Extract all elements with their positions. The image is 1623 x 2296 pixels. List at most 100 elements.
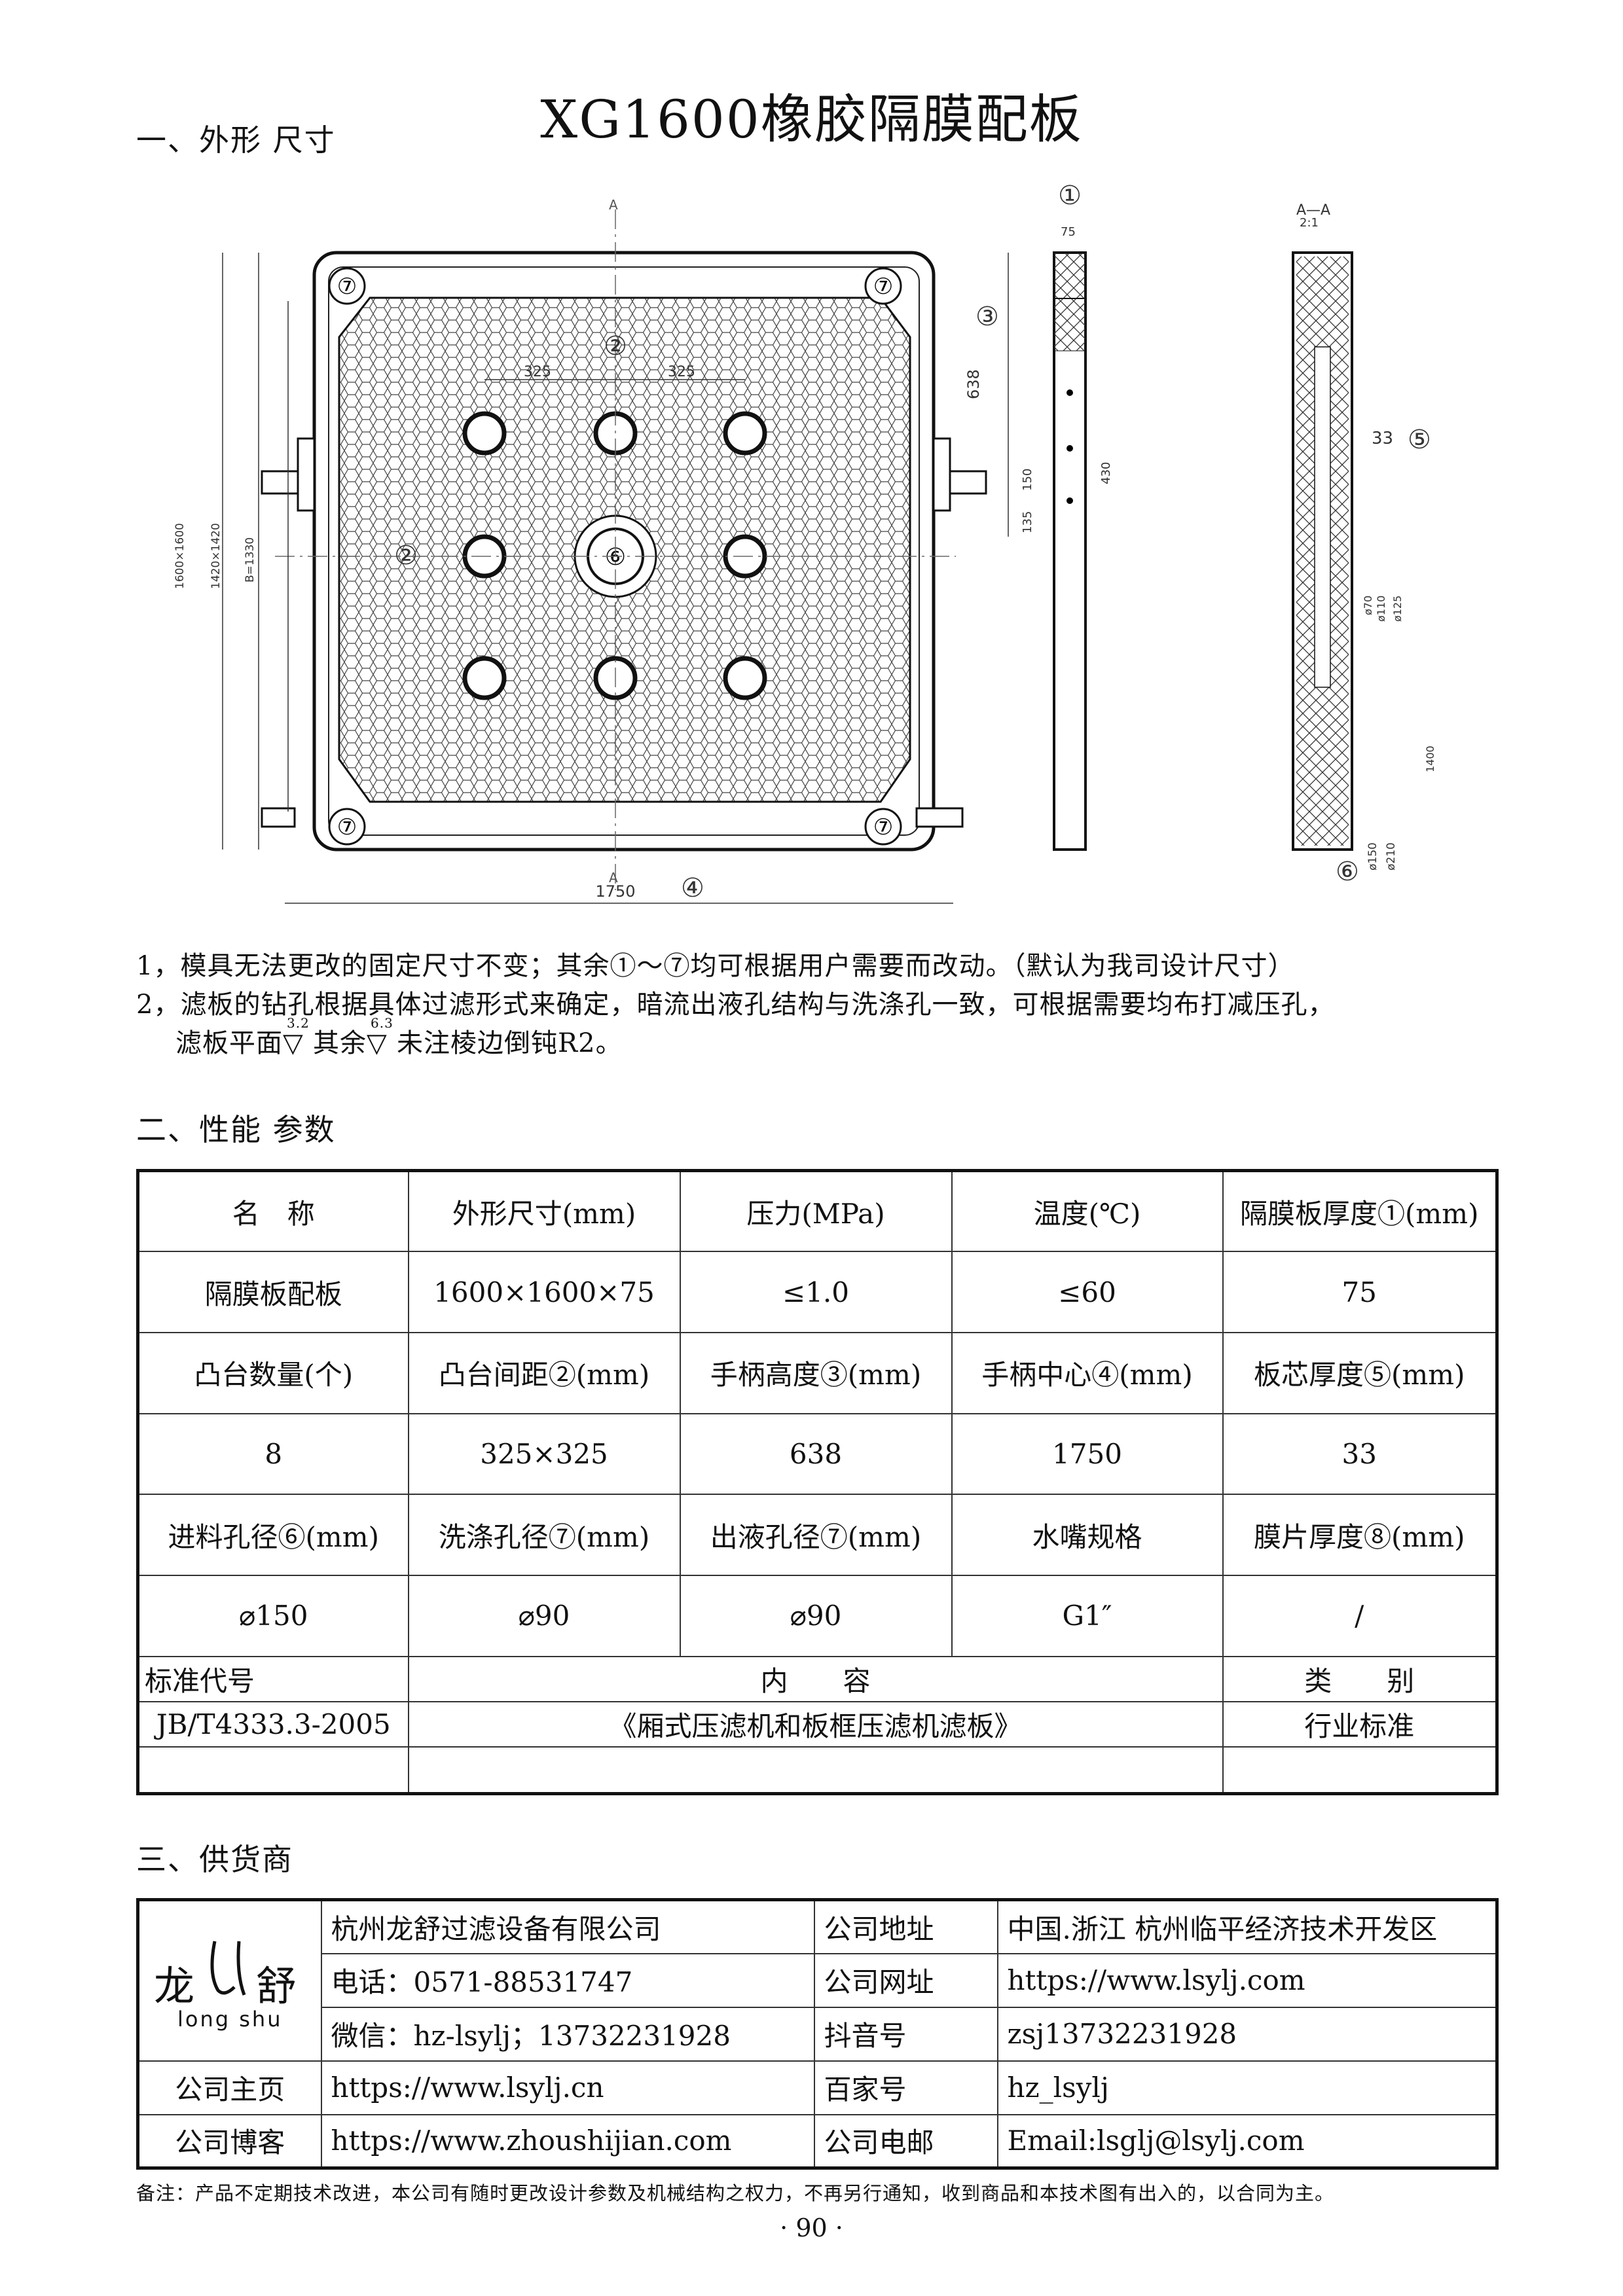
section-a-a-view: A—A 2:1 33 ⑤ ⑥ ø150 ø210 ø70 ø110 ø125 1… <box>1292 202 1436 887</box>
spec-value-cell: ⌀150 <box>137 1575 409 1657</box>
spec-header-cell: 压力(MPa) <box>679 1170 953 1253</box>
spec-header-cell: 温度(℃) <box>951 1170 1224 1253</box>
section-mark: A—A <box>1296 202 1330 219</box>
address-label: 公司地址 <box>813 1899 998 1954</box>
spec-value-cell: ≤1.0 <box>679 1251 953 1333</box>
spec-header-cell: 膜片厚度⑧(mm) <box>1222 1494 1498 1577</box>
page-number: · 90 · <box>780 2214 843 2242</box>
logo-char-1: 龙 <box>154 1962 195 2011</box>
label-7-tr: ⑦ <box>873 274 893 300</box>
section-heading-dimensions: 一、外形 尺寸 <box>136 122 336 158</box>
spec-value-cell: 325×325 <box>407 1412 681 1496</box>
dim-1400: 1400 <box>1424 745 1436 772</box>
spec-value-cell: 1600×1600×75 <box>407 1251 681 1333</box>
dim-1600: 1600×1600 <box>173 523 187 589</box>
note-line-3c: 未注棱边倒钝R2。 <box>397 1028 623 1058</box>
dim-135: 135 <box>1021 511 1034 533</box>
dim-150: 150 <box>1021 469 1034 491</box>
logo-char-2: 舒 <box>256 1962 297 2011</box>
section-scale: 2:1 <box>1300 216 1319 230</box>
spec-header-cell: 进料孔径⑥(mm) <box>137 1494 409 1577</box>
email-label: 公司电邮 <box>813 2113 998 2169</box>
website-label: 公司网址 <box>813 1952 998 2008</box>
label-5: ⑤ <box>1408 425 1431 455</box>
spec-row: 凸台数量(个)凸台间距②(mm)手柄高度③(mm)手柄中心④(mm)板芯厚度⑤(… <box>137 1331 1498 1414</box>
standard-empty-cell <box>407 1746 1224 1795</box>
logo-mark-icon <box>210 1941 246 1996</box>
standard-value-cell: JB/T4333.3-2005 <box>137 1700 409 1748</box>
plate-side-view: ① 75 430 150 135 <box>1021 183 1113 851</box>
dim-325-right: 325 <box>668 364 695 380</box>
dim-phi150: ø150 <box>1366 842 1379 870</box>
douyin-label: 抖音号 <box>813 2006 998 2062</box>
logo-en: long shu <box>177 2007 283 2032</box>
roughness-mark-32: 3.2▽ <box>283 1015 310 1058</box>
spec-header-cell: 洗涤孔径⑦(mm) <box>407 1494 681 1577</box>
spec-value-cell: 1750 <box>951 1412 1224 1496</box>
dim-325-left: 325 <box>524 364 551 380</box>
standard-header-cell: 标准代号 <box>137 1655 409 1702</box>
spec-header-cell: 凸台数量(个) <box>137 1331 409 1414</box>
dim-430: 430 <box>1099 462 1113 484</box>
spec-header-cell: 名 称 <box>137 1170 409 1253</box>
label-7-tl: ⑦ <box>337 274 357 300</box>
plate-front-view: ⑦ ⑦ ⑦ ⑦ ⑥ A A <box>173 197 1009 904</box>
standard-value-cell: 《厢式压滤机和板框压滤机滤板》 <box>407 1700 1224 1748</box>
website-link[interactable]: https://www.lsylj.com <box>996 1952 1498 2008</box>
blog-link[interactable]: https://www.zhoushijian.com <box>320 2113 815 2169</box>
document-title: XG1600橡胶隔膜配板 <box>540 89 1083 150</box>
standard-empty-cell <box>1222 1746 1498 1795</box>
baijia-value: hz_lsylj <box>996 2060 1498 2115</box>
roughness-mark-63: 6.3▽ <box>367 1015 393 1058</box>
roughness-value-32: 3.2 <box>287 1015 310 1031</box>
dim-phi125: ø125 <box>1391 596 1404 622</box>
spec-header-cell: 隔膜板厚度①(mm) <box>1222 1170 1498 1253</box>
company-logo: 龙 舒 long shu <box>137 1899 322 2062</box>
spec-header-cell: 外形尺寸(mm) <box>407 1170 681 1253</box>
homepage-link[interactable]: https://www.lsylj.cn <box>320 2060 815 2115</box>
spec-value-cell: 8 <box>137 1412 409 1496</box>
spec-value-cell: ⌀90 <box>407 1575 681 1657</box>
spec-value-cell: 33 <box>1222 1412 1498 1496</box>
company-name: 杭州龙舒过滤设备有限公司 <box>320 1899 815 1954</box>
note-line-2: 2，滤板的钻孔根据具体过滤形式来确定，暗流出液孔结构与洗涤孔一致，可根据需要均布… <box>136 990 1335 1020</box>
homepage-label: 公司主页 <box>137 2060 322 2115</box>
supplier-table: 龙 舒 long shu 杭州龙舒过滤设备有限公司 公司地址 中国.浙江 杭州临… <box>136 1898 1499 2170</box>
technical-drawing: ⑦ ⑦ ⑦ ⑦ ⑥ A A <box>173 183 1436 904</box>
section-heading-supplier: 三、供货商 <box>136 1842 293 1877</box>
spec-value-cell: / <box>1222 1575 1498 1657</box>
blog-label: 公司博客 <box>137 2113 322 2169</box>
standard-empty-cell <box>137 1746 409 1795</box>
label-1: ① <box>1058 183 1082 211</box>
spec-value-cell: 隔膜板配板 <box>137 1251 409 1333</box>
label-7-br: ⑦ <box>873 814 893 840</box>
dim-1330: B=1330 <box>244 537 257 583</box>
spec-header-cell: 板芯厚度⑤(mm) <box>1222 1331 1498 1414</box>
spec-value-cell: 75 <box>1222 1251 1498 1333</box>
address-value: 中国.浙江 杭州临平经济技术开发区 <box>996 1899 1498 1954</box>
wechat: 微信：hz-lsylj；13732231928 <box>320 2006 815 2062</box>
label-3: ③ <box>976 302 999 332</box>
douyin-value: zsj13732231928 <box>996 2006 1498 2062</box>
spec-value-cell: G1″ <box>951 1575 1224 1657</box>
note-line-3a: 滤板平面 <box>175 1028 283 1058</box>
standard-header-cell: 内 容 <box>407 1655 1224 1702</box>
spec-row: 进料孔径⑥(mm)洗涤孔径⑦(mm)出液孔径⑦(mm)水嘴规格膜片厚度⑧(mm) <box>137 1494 1498 1577</box>
spec-value-cell: ⌀90 <box>679 1575 953 1657</box>
baijia-label: 百家号 <box>813 2060 998 2115</box>
standard-value-row: JB/T4333.3-2005《厢式压滤机和板框压滤机滤板》行业标准 <box>137 1700 1498 1748</box>
note-line-3b: 其余 <box>313 1028 367 1058</box>
spec-header-cell: 凸台间距②(mm) <box>407 1331 681 1414</box>
spec-header-cell: 水嘴规格 <box>951 1494 1224 1577</box>
spec-value-cell: 638 <box>679 1412 953 1496</box>
email-link[interactable]: Email:lsglj@lsylj.com <box>996 2113 1498 2169</box>
dim-phi210: ø210 <box>1385 842 1398 870</box>
note-line-1: 1，模具无法更改的固定尺寸不变；其余①～⑦均可根据用户需要而改动。（默认为我司设… <box>136 951 1295 981</box>
standard-empty-row <box>137 1746 1498 1795</box>
phone: 电话：0571-88531747 <box>320 1952 815 2008</box>
standard-header-row: 标准代号内 容类 别 <box>137 1655 1498 1702</box>
